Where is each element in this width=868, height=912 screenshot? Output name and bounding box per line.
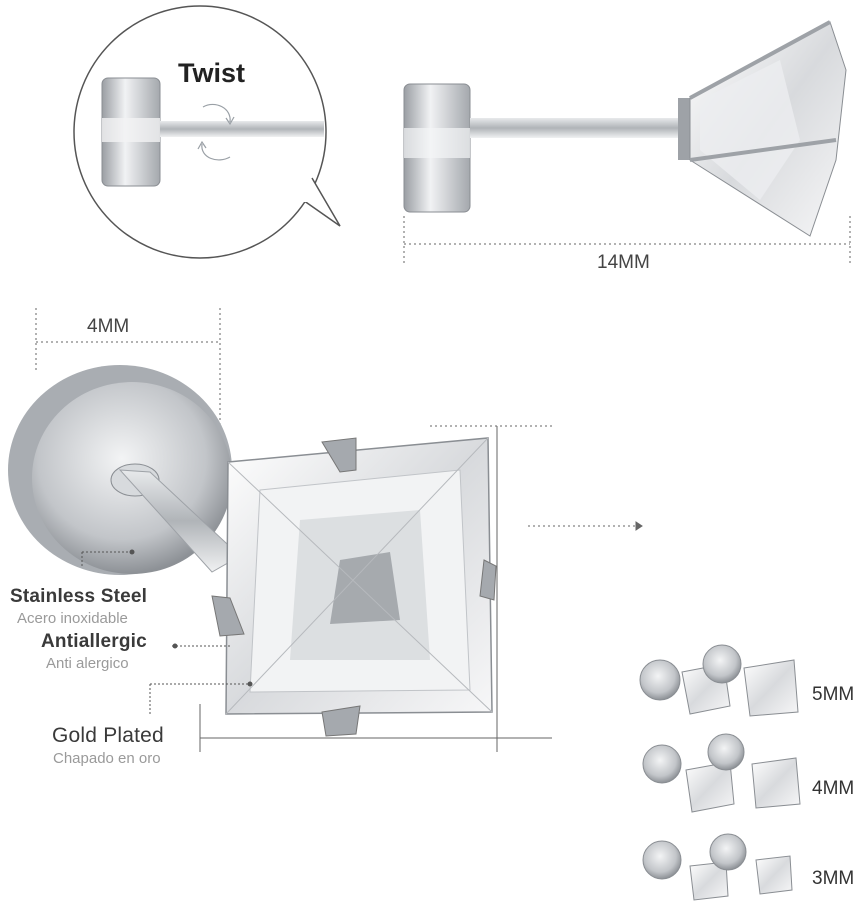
feature-gold-plated: Gold Plated: [52, 724, 164, 747]
closeup-square-gem: [225, 437, 493, 715]
twist-label: Twist: [178, 58, 245, 88]
size-variant-4mm: [642, 733, 801, 813]
side-view-back-cap: [403, 83, 471, 213]
size-variant-5mm: [639, 644, 799, 717]
feature-antiallergic-sub: Anti alergico: [46, 655, 129, 672]
size-label-3mm: 3MM: [812, 868, 855, 889]
size-label-5mm: 5MM: [812, 684, 855, 705]
side-view-gem: [678, 20, 847, 237]
side-view-post: [470, 118, 680, 138]
width-dimension-line: [35, 308, 221, 430]
width-label: 4MM: [87, 316, 130, 337]
callout-back-cap: [101, 77, 161, 187]
length-label: 14MM: [597, 252, 650, 273]
feature-pointer-lines: [81, 551, 248, 716]
pointer-dot-antiallergic: [172, 643, 178, 649]
feature-antiallergic: Antiallergic: [41, 631, 147, 652]
pointer-dot-steel: [129, 549, 135, 555]
closeup-prongs: [211, 437, 497, 737]
feature-stainless-steel-sub: Acero inoxidable: [17, 610, 128, 627]
pointer-dot-gold: [247, 681, 253, 687]
feature-gold-plated-sub: Chapado en oro: [53, 750, 161, 767]
feature-stainless-steel: Stainless Steel: [10, 586, 148, 607]
size-label-4mm: 4MM: [812, 778, 855, 799]
size-variant-3mm: [642, 833, 793, 901]
twist-arrows-icon: [197, 103, 235, 161]
length-dimension-line: [403, 216, 851, 266]
callout-post: [160, 121, 324, 137]
gem-dimension-lines: [199, 425, 643, 752]
